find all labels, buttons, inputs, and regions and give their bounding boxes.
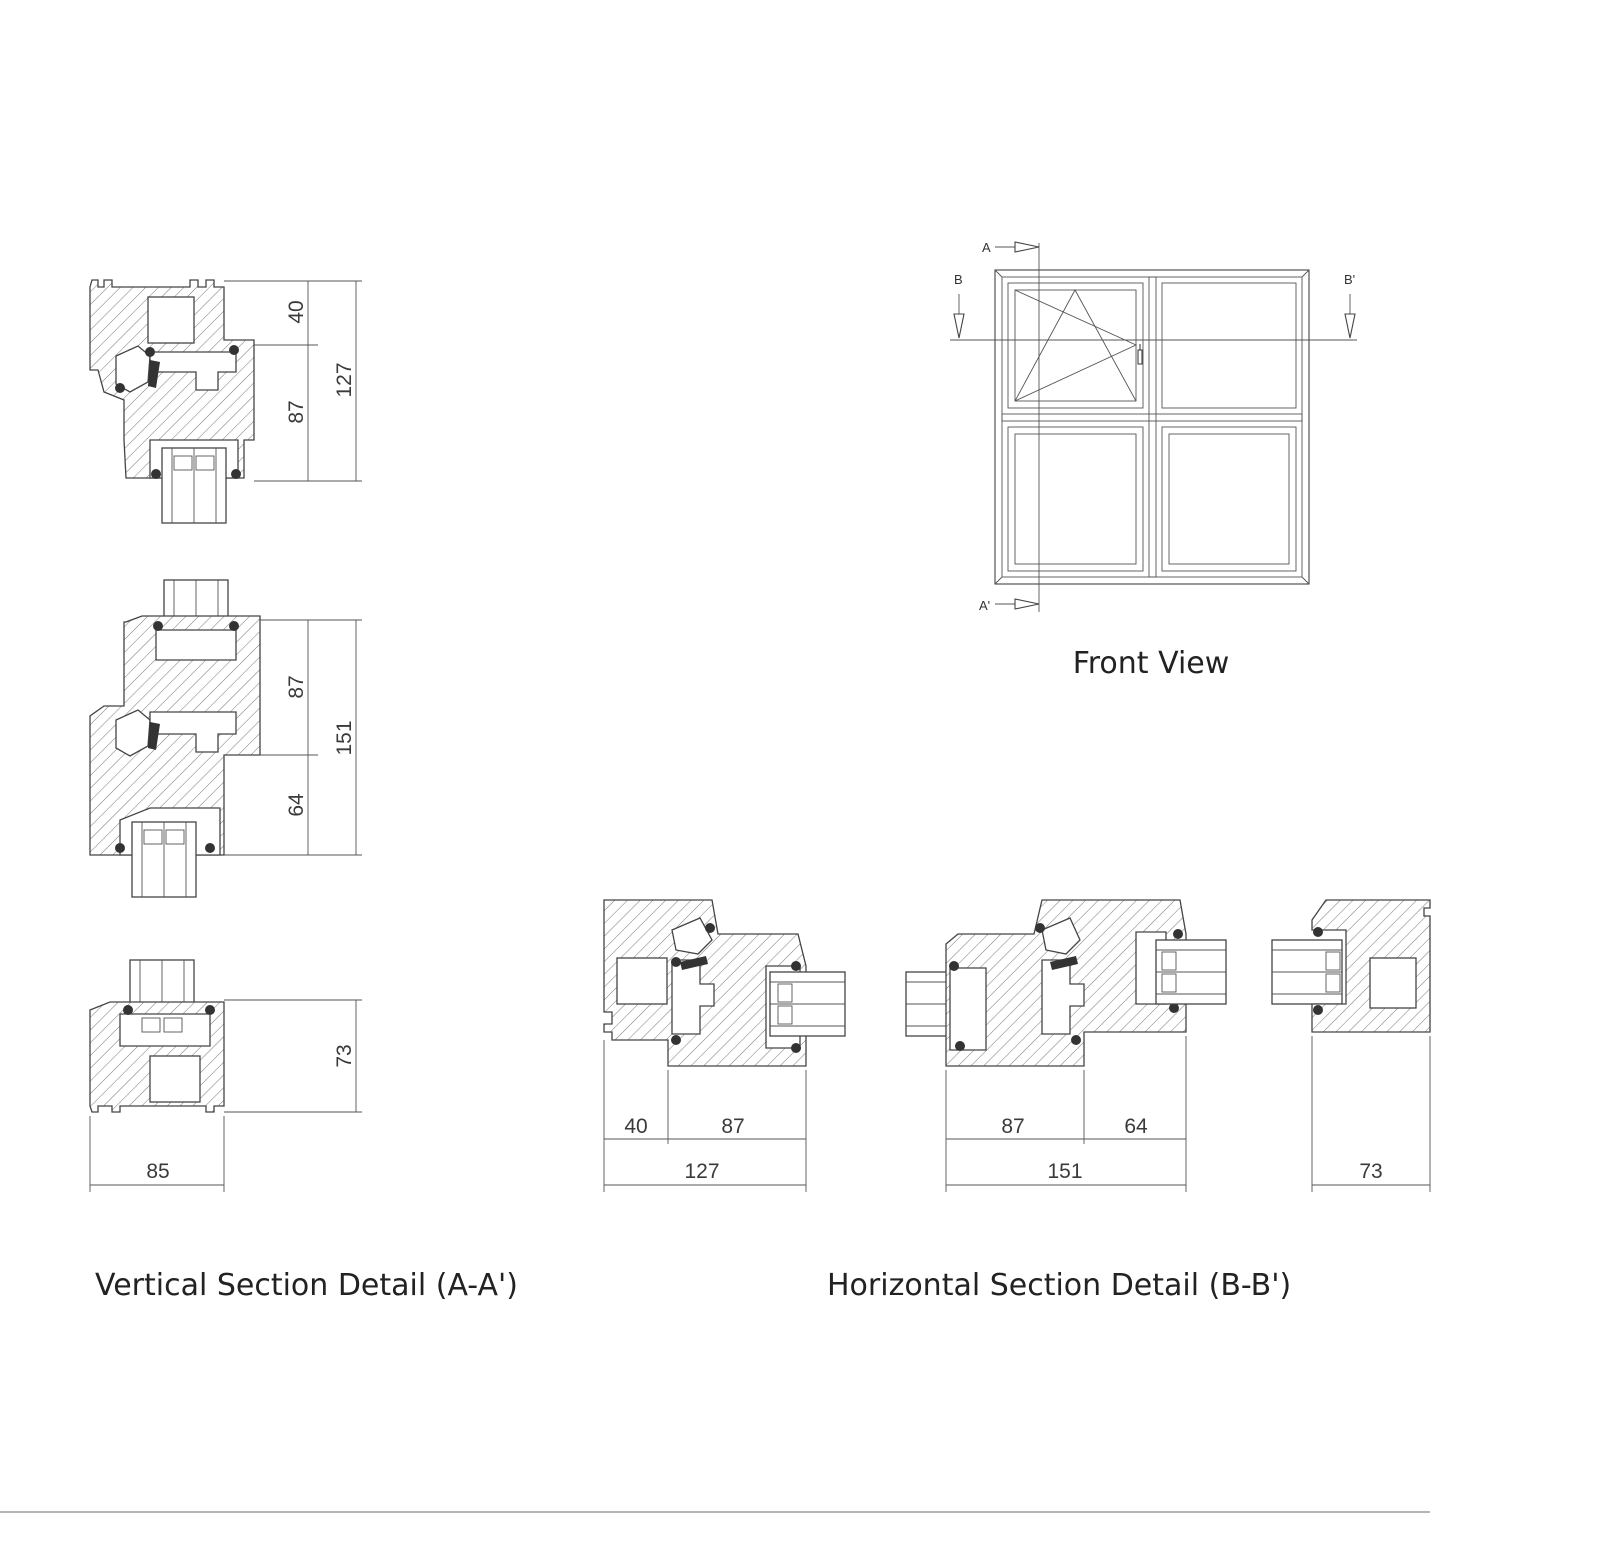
- opening-indicator-side: [1014, 289, 1138, 402]
- fixed-pane-bottom-right: [1161, 426, 1297, 572]
- horizontal-section: 40 87 127 87 64 151 73 Horizontal Sectio…: [603, 899, 1431, 1303]
- dim-v-top-87: 87: [285, 400, 308, 423]
- opening-indicator-top: [1014, 289, 1137, 402]
- mark-a: A: [982, 240, 991, 255]
- dim-v-top-127: 127: [333, 362, 356, 397]
- outer-frame: [994, 269, 1310, 585]
- horizontal-dimensions: 40 87 127 87 64 151 73: [603, 1036, 1431, 1192]
- mullion: [1148, 276, 1157, 578]
- arrow-b-prime-icon: [1344, 313, 1356, 339]
- dim-h-left-127: 127: [684, 1160, 719, 1183]
- front-view: A A' B B' Front View: [950, 240, 1357, 681]
- dim-v-top-40: 40: [285, 300, 308, 323]
- dim-h-right-73: 73: [1359, 1160, 1382, 1183]
- dim-h-left-87: 87: [721, 1115, 744, 1138]
- vertical-middle-profile: [89, 579, 261, 898]
- opening-sash: [1007, 282, 1144, 409]
- dim-h-mid-151: 151: [1047, 1160, 1082, 1183]
- mark-b-prime: B': [1344, 272, 1355, 287]
- dim-v-mid-87: 87: [285, 675, 308, 698]
- arrow-a-prime-icon: [1014, 598, 1040, 610]
- vertical-bottom-profile: [89, 959, 225, 1113]
- vertical-dimensions: 40 87 127 87 64 151 73 85: [89, 280, 362, 1192]
- mark-b: B: [954, 272, 963, 287]
- front-view-title: Front View: [1073, 646, 1230, 681]
- dim-h-left-40: 40: [624, 1115, 647, 1138]
- dim-h-mid-64: 64: [1124, 1115, 1148, 1138]
- fixed-pane-top-right: [1161, 282, 1297, 409]
- mark-a-prime: A': [979, 598, 990, 613]
- handle-icon: [1137, 349, 1143, 365]
- vertical-top-profile: [89, 279, 255, 524]
- transom: [1001, 413, 1303, 422]
- dim-v-bottom-73: 73: [333, 1044, 356, 1067]
- dim-v-mid-64: 64: [285, 793, 308, 817]
- dim-v-mid-151: 151: [333, 720, 356, 755]
- dim-v-width-85: 85: [146, 1160, 169, 1183]
- fixed-pane-bottom-left: [1007, 426, 1144, 572]
- vertical-section: 40 87 127 87 64 151 73 85 Vertical Secti…: [89, 279, 518, 1303]
- horizontal-section-title: Horizontal Section Detail (B-B'): [827, 1268, 1291, 1303]
- arrow-a-icon: [1014, 241, 1040, 253]
- arrow-b-icon: [953, 313, 965, 339]
- dim-h-mid-87: 87: [1001, 1115, 1024, 1138]
- horizontal-middle-profile: [905, 899, 1227, 1067]
- horizontal-left-profile: [603, 899, 846, 1067]
- horizontal-right-profile: [1271, 899, 1431, 1033]
- vertical-section-title: Vertical Section Detail (A-A'): [95, 1268, 518, 1303]
